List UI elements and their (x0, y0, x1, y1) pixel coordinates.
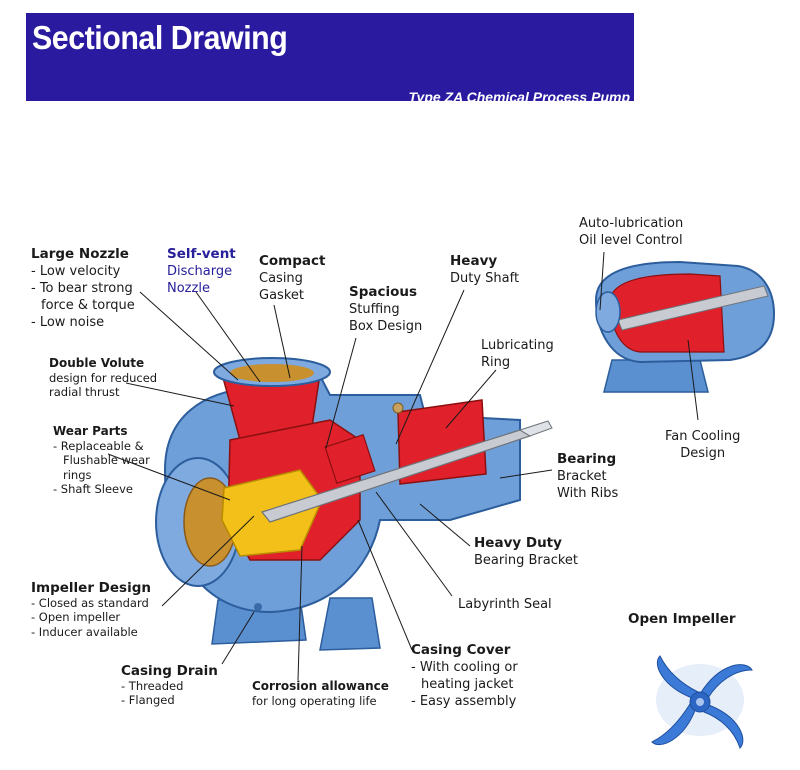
callout-heading: Bearing (557, 451, 617, 467)
callout-line: Stuffing (349, 302, 400, 317)
callout-auto-lubrication: Auto-lubrication Oil level Control (579, 215, 683, 249)
callout-heavy-duty-shaft: Heavy Duty Shaft (450, 253, 519, 287)
callout-line: Bracket (557, 469, 607, 484)
callout-heading: Self-vent (167, 246, 236, 262)
callout-large-nozzle: Large Nozzle - Low velocity - To bear st… (31, 246, 135, 331)
callout-heading: Impeller Design (31, 580, 151, 596)
callout-line: Gasket (259, 288, 304, 303)
pump-sectional-drawing (155, 357, 553, 651)
callout-labyrinth-seal: Labyrinth Seal (458, 596, 552, 613)
callout-line: - With cooling or (411, 660, 518, 675)
callout-lubricating-ring: Lubricating Ring (481, 337, 554, 371)
callout-line: radial thrust (49, 385, 120, 399)
callout-heading: Double Volute (49, 356, 145, 370)
callout-line: Bearing Bracket (474, 553, 578, 568)
callout-heading: Casing Cover (411, 642, 511, 658)
callout-heading: Open Impeller (628, 611, 736, 627)
callout-line: Ring (481, 355, 511, 370)
callout-line: Casing (259, 271, 303, 286)
callout-line: - Easy assembly (411, 694, 517, 709)
open-impeller-illustration (651, 655, 753, 749)
callout-line: - Low noise (31, 315, 105, 330)
callout-self-vent: Self-vent Discharge Nozzle (167, 246, 236, 297)
callout-heavy-duty-bearing: Heavy Duty Bearing Bracket (474, 535, 578, 569)
page-title: Sectional Drawing (32, 19, 288, 56)
callout-heading: Heavy (450, 253, 498, 269)
callout-heading: Large Nozzle (31, 246, 129, 262)
callout-line: - To bear strong (31, 281, 133, 296)
callout-double-volute: Double Volute design for reduced radial … (49, 356, 157, 400)
callout-line: heating jacket (421, 677, 514, 692)
callout-line: Lubricating (481, 338, 554, 353)
callout-line: Fan Cooling (665, 429, 741, 444)
callout-line: - Low velocity (31, 264, 121, 279)
pump-foot-right (319, 597, 381, 651)
leader-lines (107, 251, 699, 681)
page-subtitle: Type ZA Chemical Process Pump (408, 89, 630, 105)
callout-line: - Replaceable & (53, 438, 144, 453)
callout-line: force & torque (41, 298, 135, 313)
callout-line: Design (680, 446, 726, 461)
callout-heading: Casing Drain (121, 663, 218, 679)
callout-impeller-design: Impeller Design - Closed as standard - O… (31, 581, 151, 639)
callout-bearing-bracket: Bearing Bracket With Ribs (557, 451, 618, 502)
callout-compact: Compact Casing Gasket (259, 253, 325, 304)
callout-heading: Wear Parts (53, 424, 128, 438)
callout-line: Flushable wear (63, 453, 150, 467)
callout-heading: Spacious (349, 284, 418, 300)
callout-line: - Open impeller (31, 610, 121, 624)
callout-casing-cover: Casing Cover - With cooling or heating j… (411, 642, 518, 710)
callout-spacious: Spacious Stuffing Box Design (349, 284, 422, 335)
callout-line: Nozzle (167, 281, 210, 296)
callout-casing-drain: Casing Drain - Threaded - Flanged (121, 664, 218, 708)
header-banner: Sectional Drawing Type ZA Chemical Proce… (26, 13, 634, 105)
callout-line: Labyrinth Seal (458, 597, 552, 612)
callout-line: rings (63, 467, 92, 482)
callout-line: - Inducer available (31, 624, 138, 639)
callout-line: Duty Shaft (450, 271, 520, 286)
callout-line: - Closed as standard (31, 595, 149, 610)
callout-line: - Shaft Sleeve (53, 482, 133, 496)
callout-heading: Compact (259, 253, 326, 269)
callout-line: design for reduced (49, 370, 158, 385)
auto-lubrication-unit (594, 260, 776, 393)
callout-line: With Ribs (557, 486, 619, 501)
callout-fan-cooling: Fan Cooling Design (665, 428, 740, 462)
callout-heading: Heavy Duty (474, 535, 562, 551)
callout-line: Box Design (349, 319, 423, 334)
callout-heading: Corrosion allowance (252, 679, 389, 693)
callout-wear-parts: Wear Parts - Replaceable & Flushable wea… (53, 424, 150, 497)
callout-corrosion-allowance: Corrosion allowance for long operating l… (252, 679, 389, 708)
callout-line: Auto-lubrication (579, 216, 684, 231)
callout-line: - Threaded (121, 678, 184, 693)
callout-line: Oil level Control (579, 233, 683, 248)
callout-open-impeller: Open Impeller (628, 611, 736, 628)
callout-line: - Flanged (121, 693, 175, 707)
callout-line: Discharge (167, 264, 233, 279)
callout-line: for long operating life (252, 693, 377, 708)
